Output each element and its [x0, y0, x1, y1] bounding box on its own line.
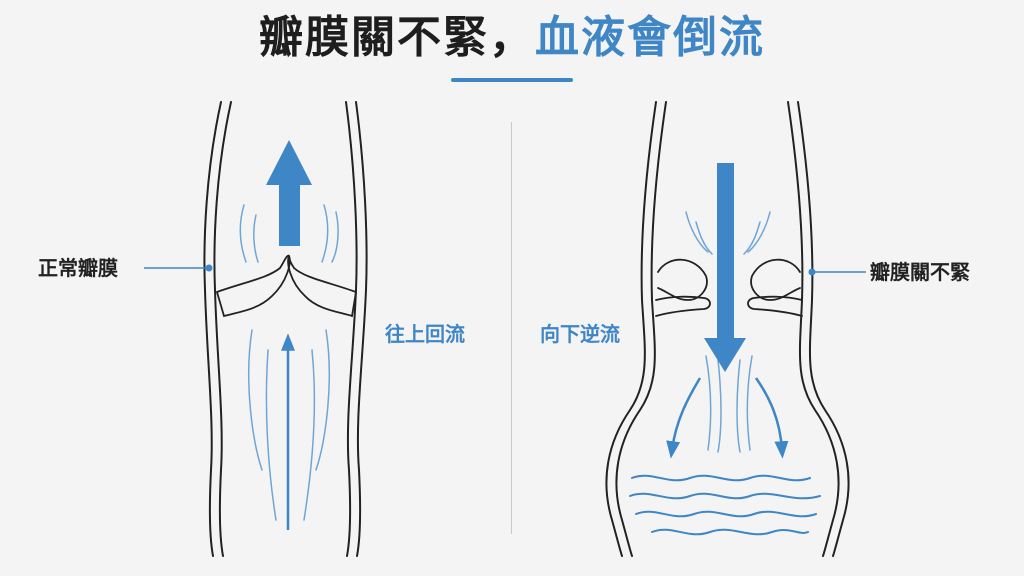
leaky-valve-left-leaflet — [655, 295, 711, 317]
leaky-flow-streaks — [685, 211, 771, 453]
leaky-vein-left-outer-wall — [605, 101, 657, 557]
normal-valve-leader-dot — [205, 264, 213, 272]
pooled-blood-waves — [629, 474, 821, 536]
title-accent: 血液會倒流 — [535, 12, 765, 63]
normal-valve-left-leaflet — [215, 254, 291, 318]
leaky-vein — [605, 101, 850, 557]
panel-divider — [511, 122, 512, 534]
label-flow-down: 向下逆流 — [540, 322, 620, 346]
leaky-vein-right-inner-wall — [787, 101, 840, 557]
normal-valve-right-leaflet — [287, 254, 358, 318]
normal-flow-streaks — [239, 204, 339, 521]
normal-vein — [203, 101, 368, 557]
leaky-curve-arrow-right — [754, 377, 789, 459]
title-main: 瓣膜關不緊， — [259, 12, 535, 63]
label-normal-valve: 正常瓣膜 — [38, 256, 118, 280]
normal-vein-left-outer-wall — [203, 101, 222, 557]
title-underline — [451, 78, 573, 82]
leaky-vein-right-outer-wall — [797, 101, 850, 557]
normal-vein-left-inner-wall — [213, 101, 232, 557]
up-arrow-large — [266, 140, 312, 246]
leaky-curve-arrow-left — [666, 377, 702, 459]
normal-vein-right-inner-wall — [345, 101, 358, 557]
leaky-valve-right-leaflet — [747, 295, 803, 317]
leaky-valve-right-cusp — [750, 258, 801, 301]
label-leaky-valve: 瓣膜關不緊 — [870, 260, 970, 284]
normal-vein-right-outer-wall — [355, 101, 368, 557]
label-flow-up: 往上回流 — [385, 322, 465, 346]
leaky-valve-leader-dot — [808, 268, 816, 276]
leaky-vein-left-inner-wall — [615, 101, 667, 557]
page-title: 瓣膜關不緊，血液會倒流 — [0, 8, 1024, 68]
leaky-valve-left-cusp — [657, 258, 708, 301]
down-arrow-large — [704, 163, 746, 372]
